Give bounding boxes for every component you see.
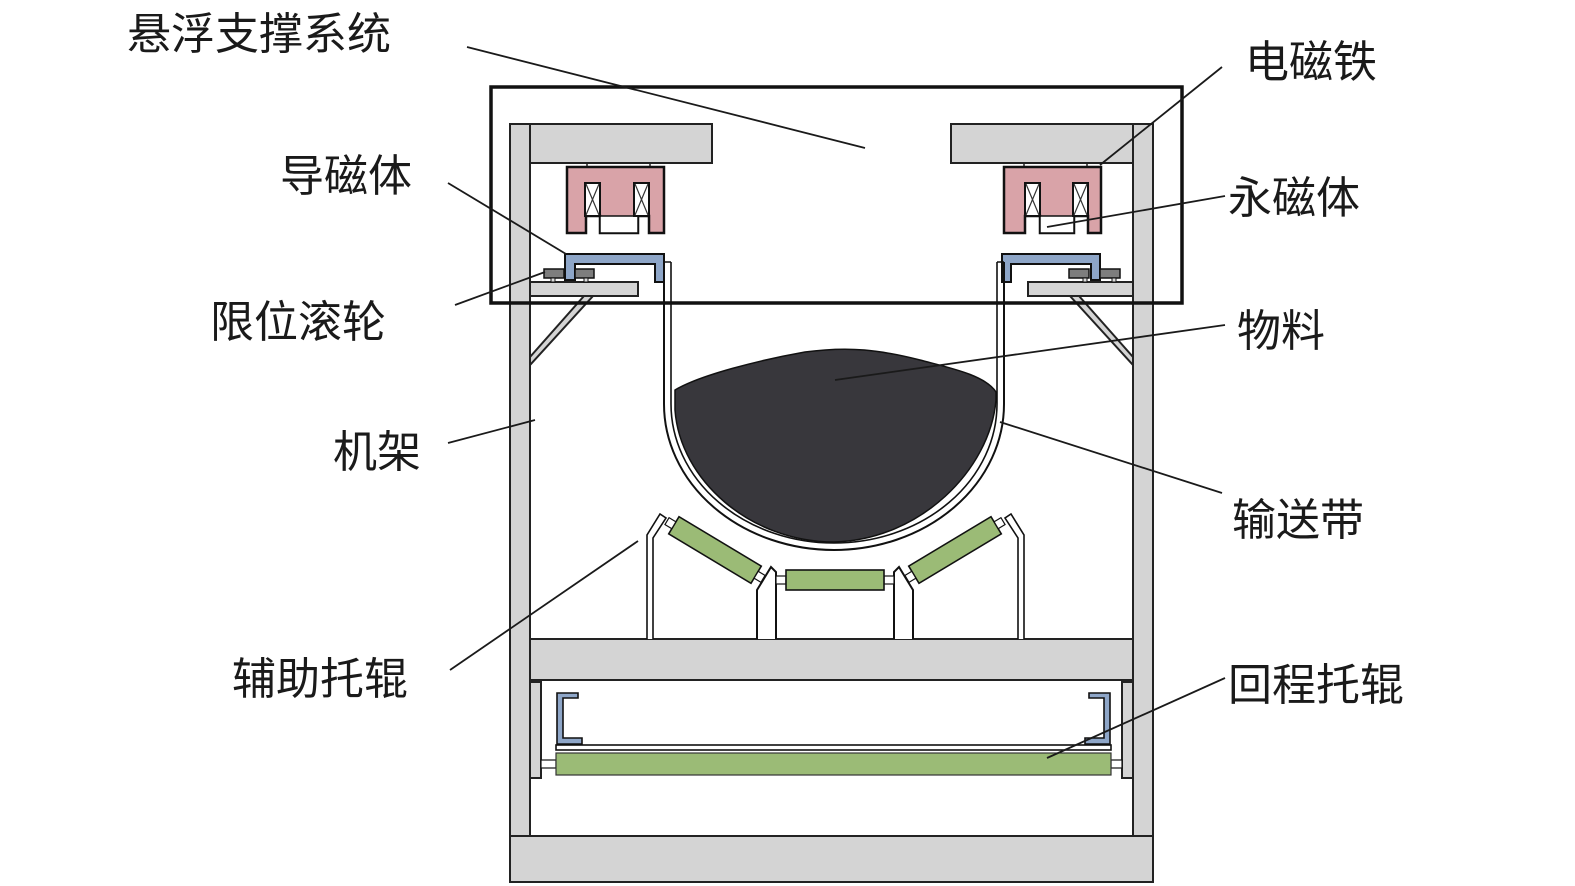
label-auxiliary-idler: 辅助托辊: [232, 654, 408, 705]
leader-conveyor-belt: [999, 421, 1223, 494]
return-idler-roller: [555, 752, 1112, 776]
label-suspension-system: 悬浮支撑系统: [127, 9, 391, 60]
leader-permanent-magnet: [1046, 195, 1226, 228]
conveyor-belt-inner: [670, 262, 998, 544]
leader-material: [834, 324, 1226, 381]
return-belt: [555, 744, 1112, 751]
coil-left-1: [584, 182, 601, 217]
idler-bracket-right-outer: [1003, 512, 1025, 639]
frame-top-left-beam: [529, 123, 713, 164]
limit-rollers-left: [543, 268, 595, 283]
idler-bracket-left-inner: [756, 565, 777, 639]
idler-bracket-right-inner: [893, 565, 914, 639]
suspension-system-box: [489, 85, 1184, 305]
brace-left: [529, 295, 596, 368]
electromagnet-right: [1002, 163, 1103, 235]
leader-limit-roller: [454, 271, 546, 306]
return-channel-right: [1084, 692, 1111, 745]
conveyor-belt-outer: [663, 262, 1005, 551]
wing-idler-left: [664, 515, 766, 585]
leader-auxiliary-idler: [449, 540, 639, 671]
leader-electromagnet: [1099, 66, 1223, 166]
frame-top-right-beam: [950, 123, 1134, 164]
roller-bracket-right: [1027, 281, 1134, 297]
frame-right-post: [1132, 123, 1154, 837]
permanent-magnet-left: [599, 215, 639, 234]
roller-bracket-left: [529, 281, 639, 297]
frame-base: [509, 835, 1154, 883]
label-limit-roller: 限位滚轮: [210, 297, 386, 348]
coil-right-2: [1072, 182, 1089, 217]
label-return-idler: 回程托辊: [1228, 660, 1404, 711]
leader-suspension-system: [466, 46, 866, 149]
brace-right: [1067, 295, 1134, 368]
return-channel-left: [556, 692, 583, 745]
auxiliary-idler-set: [646, 512, 1025, 639]
label-material: 物料: [1237, 306, 1325, 357]
return-hanger-right: [1121, 681, 1134, 779]
coil-right-1: [1024, 182, 1041, 217]
label-permanent-magnet: 永磁体: [1228, 173, 1360, 224]
frame-structure: [509, 123, 1154, 883]
idler-platform: [529, 638, 1134, 681]
coil-left-2: [633, 182, 650, 217]
wing-idler-right: [904, 515, 1006, 585]
leader-lines: [447, 46, 1226, 759]
center-idler: [775, 569, 895, 591]
leader-return-idler: [1046, 677, 1226, 759]
limit-rollers-right: [1068, 268, 1121, 283]
return-hanger-left: [529, 681, 542, 779]
label-frame: 机架: [333, 427, 421, 478]
label-conveyor-belt: 输送带: [1232, 495, 1364, 546]
return-idler-assembly: [540, 692, 1123, 776]
electromagnet-left: [565, 163, 666, 235]
label-magnetic-conductor: 导磁体: [280, 151, 412, 202]
magnetic-conductor-right: [1001, 253, 1101, 283]
leader-frame: [447, 419, 536, 444]
leader-magnetic-conductor: [447, 182, 567, 255]
labels: 悬浮支撑系统 电磁铁 导磁体 永磁体 限位滚轮 物料 机架 输送带 辅助托辊 回…: [127, 9, 1404, 711]
material: [674, 348, 997, 543]
idler-bracket-left-outer: [646, 512, 668, 639]
label-electromagnet: 电磁铁: [1245, 37, 1377, 88]
